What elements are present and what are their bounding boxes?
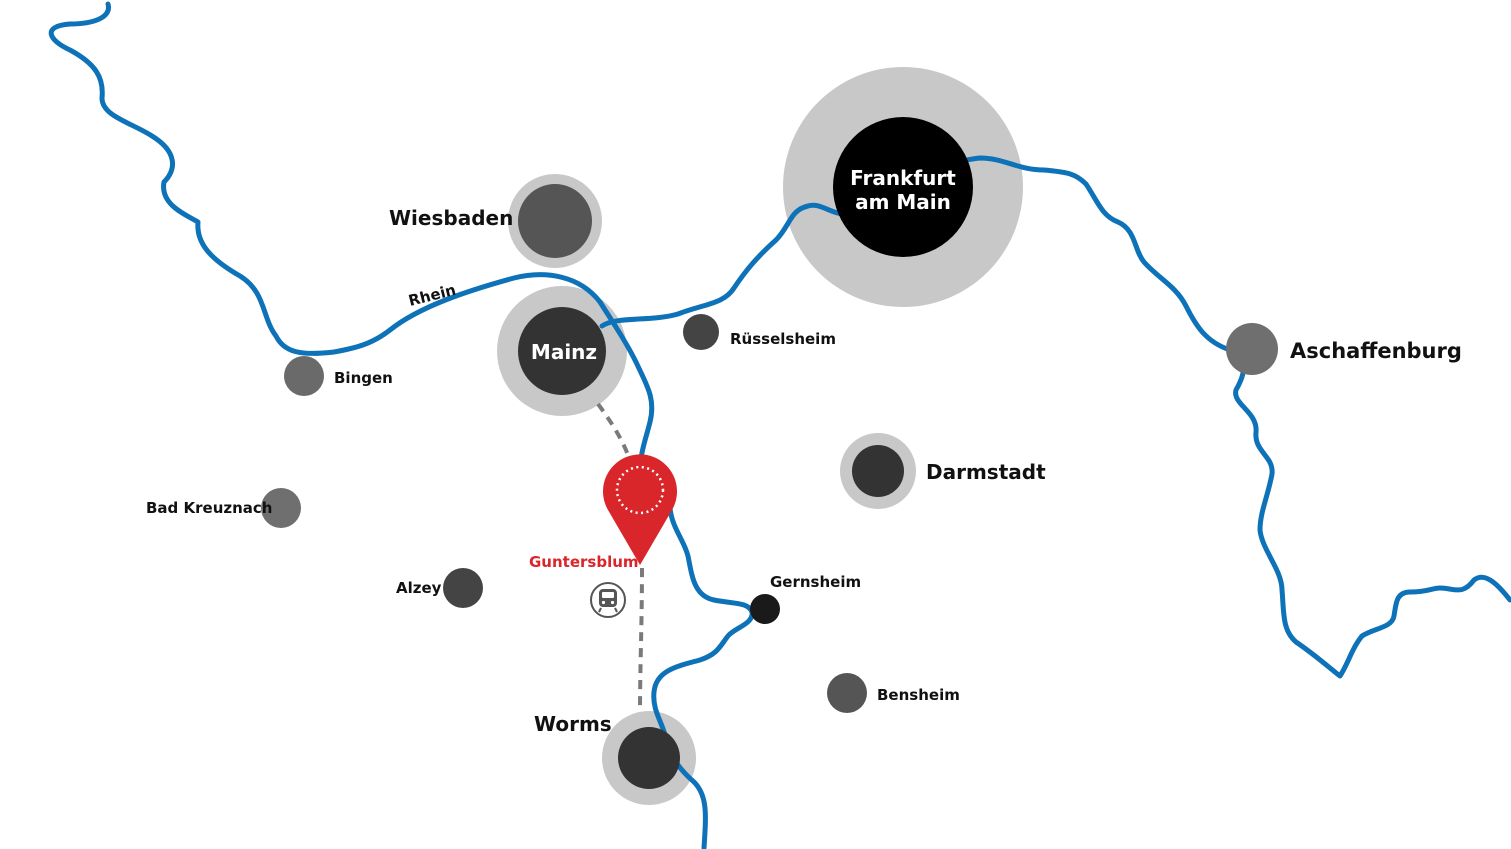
mainz-label: Mainz	[531, 340, 597, 364]
mainz-dot[interactable]	[518, 307, 606, 395]
train-icon[interactable]	[590, 582, 626, 618]
rail-route-south	[638, 567, 644, 713]
worms-dot[interactable]	[618, 727, 680, 789]
rhine-river	[48, 1, 755, 849]
alzey-dot[interactable]	[443, 568, 483, 608]
worms-label: Worms	[534, 712, 612, 736]
gernsheim-label: Gernsheim	[770, 573, 861, 591]
wiesbaden-dot[interactable]	[518, 184, 592, 258]
bensheim-dot[interactable]	[827, 673, 867, 713]
ruesselsheim-dot[interactable]	[683, 314, 719, 350]
bad-kreuznach-label: Bad Kreuznach	[146, 499, 273, 517]
location-pin-icon[interactable]	[603, 454, 677, 565]
wiesbaden-label: Wiesbaden	[389, 206, 513, 230]
frankfurt-dot[interactable]	[833, 117, 973, 257]
gernsheim-dot[interactable]	[750, 594, 780, 624]
ruesselsheim-label: Rüsselsheim	[730, 330, 836, 348]
aschaffenburg-dot[interactable]	[1226, 323, 1278, 375]
aschaffenburg-label: Aschaffenburg	[1290, 339, 1462, 363]
guntersblum-label: Guntersblum	[529, 553, 639, 571]
frankfurt-label-line2: am Main	[855, 190, 951, 214]
bingen-dot[interactable]	[284, 356, 324, 396]
bensheim-label: Bensheim	[877, 686, 960, 704]
darmstadt-label: Darmstadt	[926, 460, 1046, 484]
darmstadt-dot[interactable]	[852, 445, 904, 497]
alzey-label: Alzey	[396, 579, 442, 597]
main-river	[599, 155, 1511, 679]
bad-kreuznach-dot[interactable]	[261, 488, 301, 528]
bingen-label: Bingen	[334, 369, 393, 387]
frankfurt-label-line1: Frankfurt	[850, 166, 956, 190]
